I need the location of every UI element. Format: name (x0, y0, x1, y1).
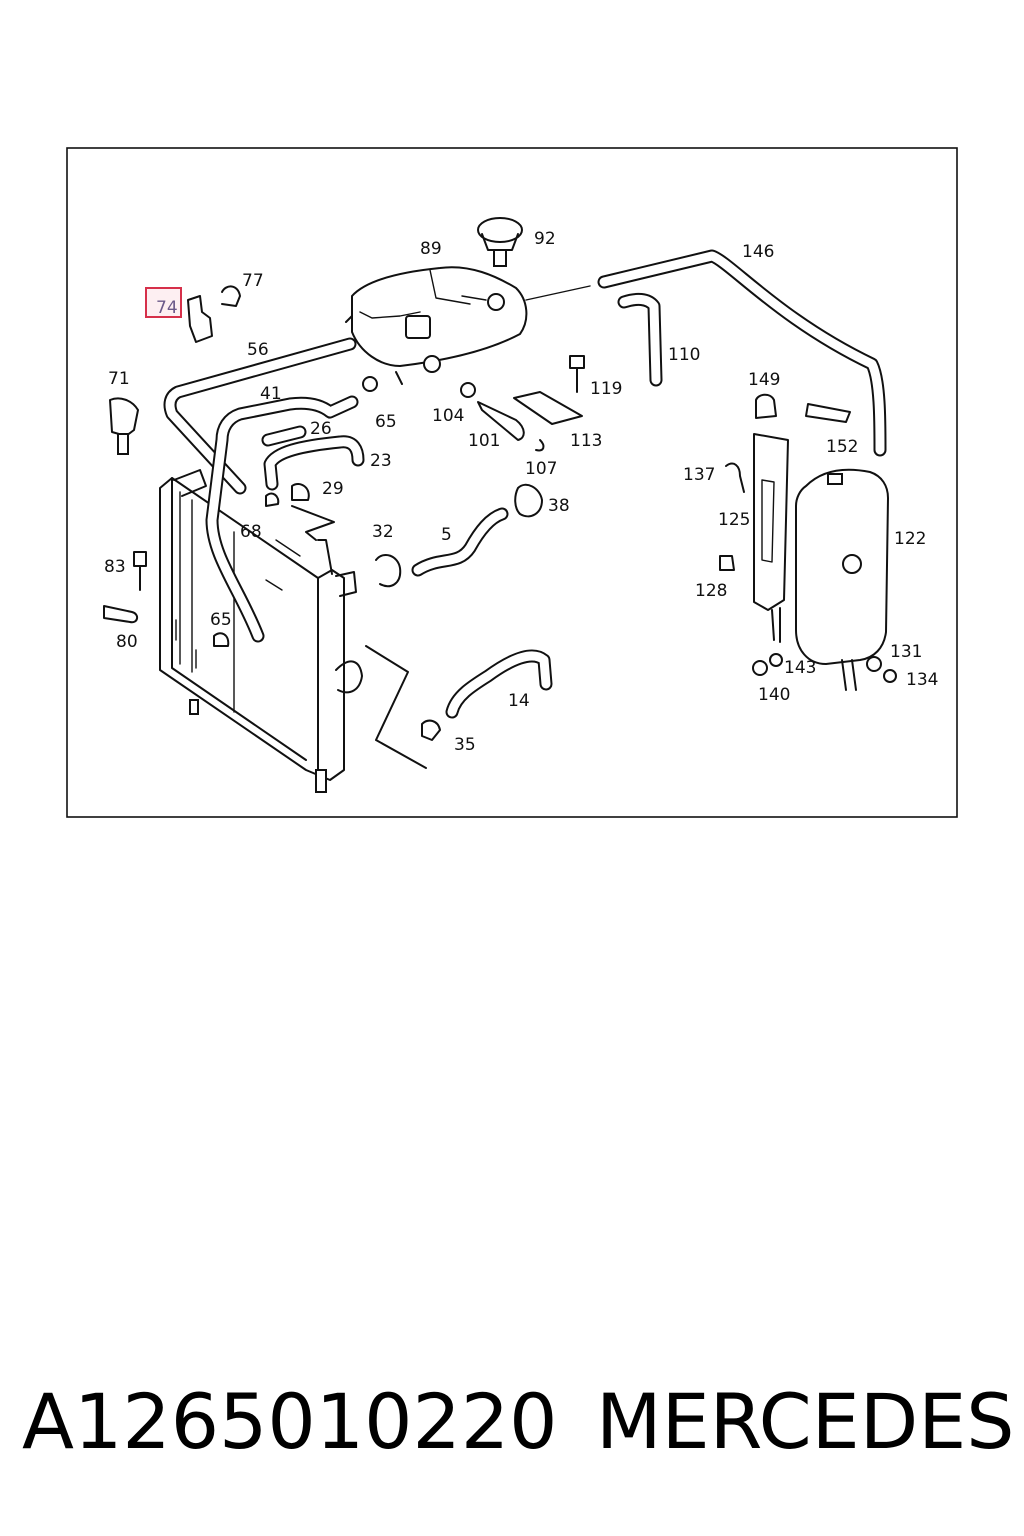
callout-131: 131 (890, 642, 922, 662)
callout-68: 68 (240, 522, 262, 542)
callout-74[interactable]: 74 (156, 298, 178, 318)
callout-41: 41 (260, 384, 282, 404)
callout-5: 5 (441, 525, 452, 545)
callout-65-top: 65 (375, 412, 397, 432)
callout-32: 32 (372, 522, 394, 542)
callout-38: 38 (548, 496, 570, 516)
callout-71: 71 (108, 369, 130, 389)
callout-149: 149 (748, 370, 780, 390)
callout-83: 83 (104, 557, 126, 577)
small-parts (103, 285, 897, 769)
callout-77: 77 (242, 271, 264, 291)
radiator-cap (477, 217, 523, 267)
callout-125: 125 (718, 510, 750, 530)
callout-14: 14 (508, 691, 530, 711)
highlight-box (145, 287, 182, 318)
brand-name: MERCEDES (596, 1377, 1015, 1466)
callout-35: 35 (454, 735, 476, 755)
callout-110: 110 (668, 345, 700, 365)
callout-104: 104 (432, 406, 464, 426)
callout-23: 23 (370, 451, 392, 471)
callout-137: 137 (683, 465, 715, 485)
callout-134: 134 (906, 670, 938, 690)
callout-89: 89 (420, 239, 442, 259)
part-number: A1265010220 (22, 1377, 558, 1466)
callout-80: 80 (116, 632, 138, 652)
callout-143: 143 (784, 658, 816, 678)
callout-92: 92 (534, 229, 556, 249)
callout-152: 152 (826, 437, 858, 457)
radiator (159, 469, 363, 793)
callout-119: 119 (590, 379, 622, 399)
callout-29: 29 (322, 479, 344, 499)
callout-146: 146 (742, 242, 774, 262)
hoses (163, 249, 887, 719)
expansion-tank (345, 266, 591, 385)
callout-56: 56 (247, 340, 269, 360)
callout-26: 26 (310, 419, 332, 439)
callout-128: 128 (695, 581, 727, 601)
callout-122: 122 (894, 529, 926, 549)
callout-65-bottom: 65 (210, 610, 232, 630)
diagram-frame (66, 147, 958, 818)
callout-101: 101 (468, 431, 500, 451)
callout-113: 113 (570, 431, 602, 451)
callout-140: 140 (758, 685, 790, 705)
washer-reservoir (795, 468, 889, 691)
callout-107: 107 (525, 459, 557, 479)
